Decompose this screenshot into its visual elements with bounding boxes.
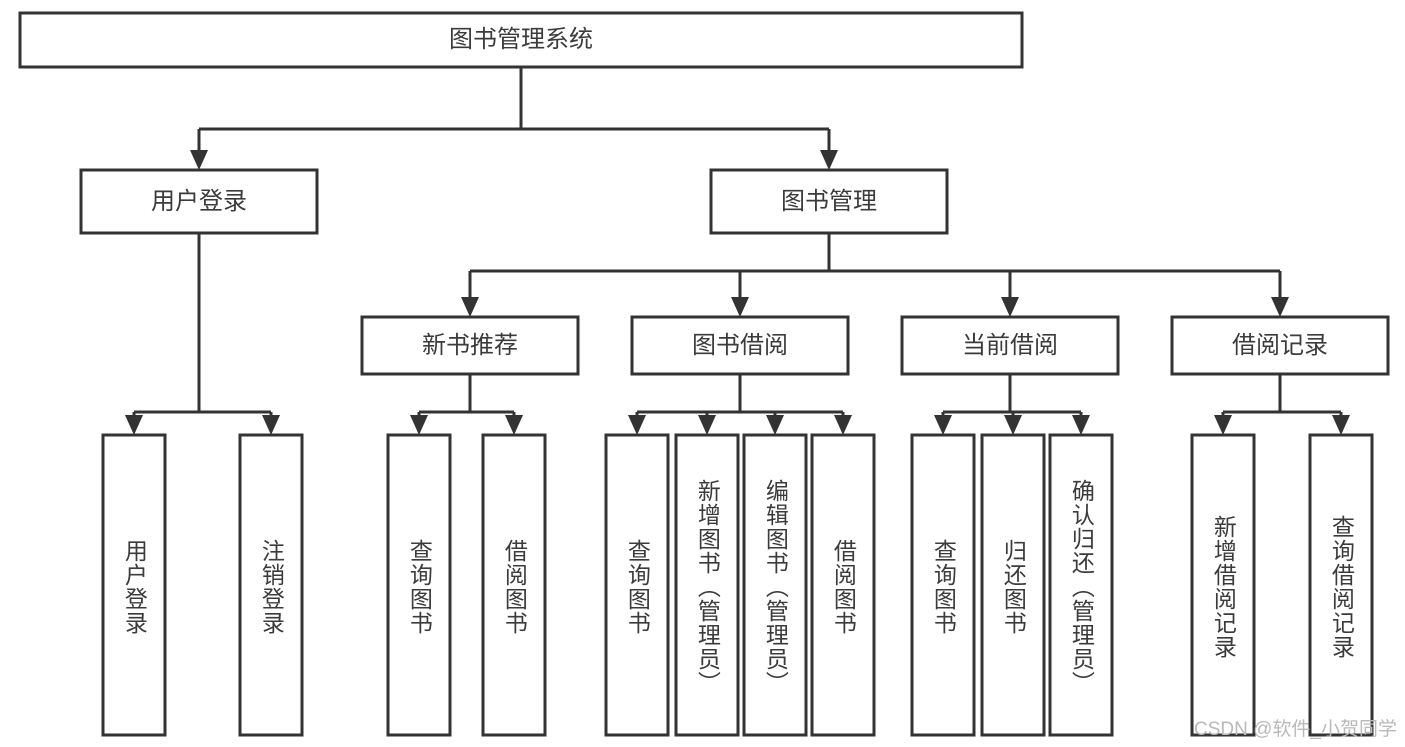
node-box-leaf-注销登录-1[interactable] bbox=[238, 433, 304, 737]
node-box-leaf-归还图书-9[interactable] bbox=[980, 433, 1046, 737]
arrow-head-icon-level3-0 bbox=[461, 297, 479, 317]
arrow-head-icon-leaf-11 bbox=[1214, 415, 1232, 435]
node-box-level3-图书借阅-1[interactable] bbox=[630, 315, 850, 376]
arrow-head-icon-leaf-8 bbox=[934, 415, 952, 435]
node-box-leaf-查询借阅记录-12[interactable] bbox=[1308, 433, 1374, 737]
node-box-leaf-新增借阅记录-11[interactable] bbox=[1190, 433, 1256, 737]
arrow-head-icon-level2-1 bbox=[820, 150, 838, 170]
node-box-leaf-查询图书-2[interactable] bbox=[386, 433, 452, 737]
arrow-head-icon-leaf-6 bbox=[766, 415, 784, 435]
node-box-leaf-借阅图书-7[interactable] bbox=[810, 433, 876, 737]
arrow-head-icon-level3-1 bbox=[731, 297, 749, 317]
node-box-level3-当前借阅-2[interactable] bbox=[900, 315, 1120, 376]
arrow-head-icon-level3-3 bbox=[1271, 297, 1289, 317]
arrow-head-icon-leaf-2 bbox=[410, 415, 428, 435]
node-box-leaf-确认归还管理员-10[interactable] bbox=[1048, 433, 1114, 737]
watermark-text: CSDN @软件_小贺同学 bbox=[1194, 719, 1397, 740]
node-box-level2-用户登录-0[interactable] bbox=[79, 168, 319, 235]
node-box-leaf-借阅图书-3[interactable] bbox=[481, 433, 547, 737]
arrow-head-icon-leaf-4 bbox=[628, 415, 646, 435]
node-box-root[interactable] bbox=[18, 11, 1024, 69]
arrow-head-icon-leaf-3 bbox=[505, 415, 523, 435]
node-box-level2-图书管理-1[interactable] bbox=[709, 168, 949, 235]
node-box-level3-新书推荐-0[interactable] bbox=[360, 315, 580, 376]
arrow-head-icon-leaf-12 bbox=[1332, 415, 1350, 435]
arrow-head-icon-leaf-10 bbox=[1072, 415, 1090, 435]
node-box-leaf-用户登录-0[interactable] bbox=[101, 433, 167, 737]
arrow-head-icon-level2-0 bbox=[190, 150, 208, 170]
arrow-head-icon-leaf-7 bbox=[834, 415, 852, 435]
arrow-head-icon-leaf-9 bbox=[1004, 415, 1022, 435]
arrow-head-icon-leaf-1 bbox=[262, 415, 280, 435]
node-box-leaf-查询图书-4[interactable] bbox=[604, 433, 670, 737]
node-box-leaf-新增图书管理员-5[interactable] bbox=[674, 433, 740, 737]
arrow-head-icon-leaf-0 bbox=[125, 415, 143, 435]
node-box-leaf-编辑图书管理员-6[interactable] bbox=[742, 433, 808, 737]
node-box-level3-借阅记录-3[interactable] bbox=[1170, 315, 1390, 376]
node-box-leaf-查询图书-8[interactable] bbox=[910, 433, 976, 737]
arrow-head-icon-leaf-5 bbox=[698, 415, 716, 435]
arrow-head-icon-level3-2 bbox=[1001, 297, 1019, 317]
